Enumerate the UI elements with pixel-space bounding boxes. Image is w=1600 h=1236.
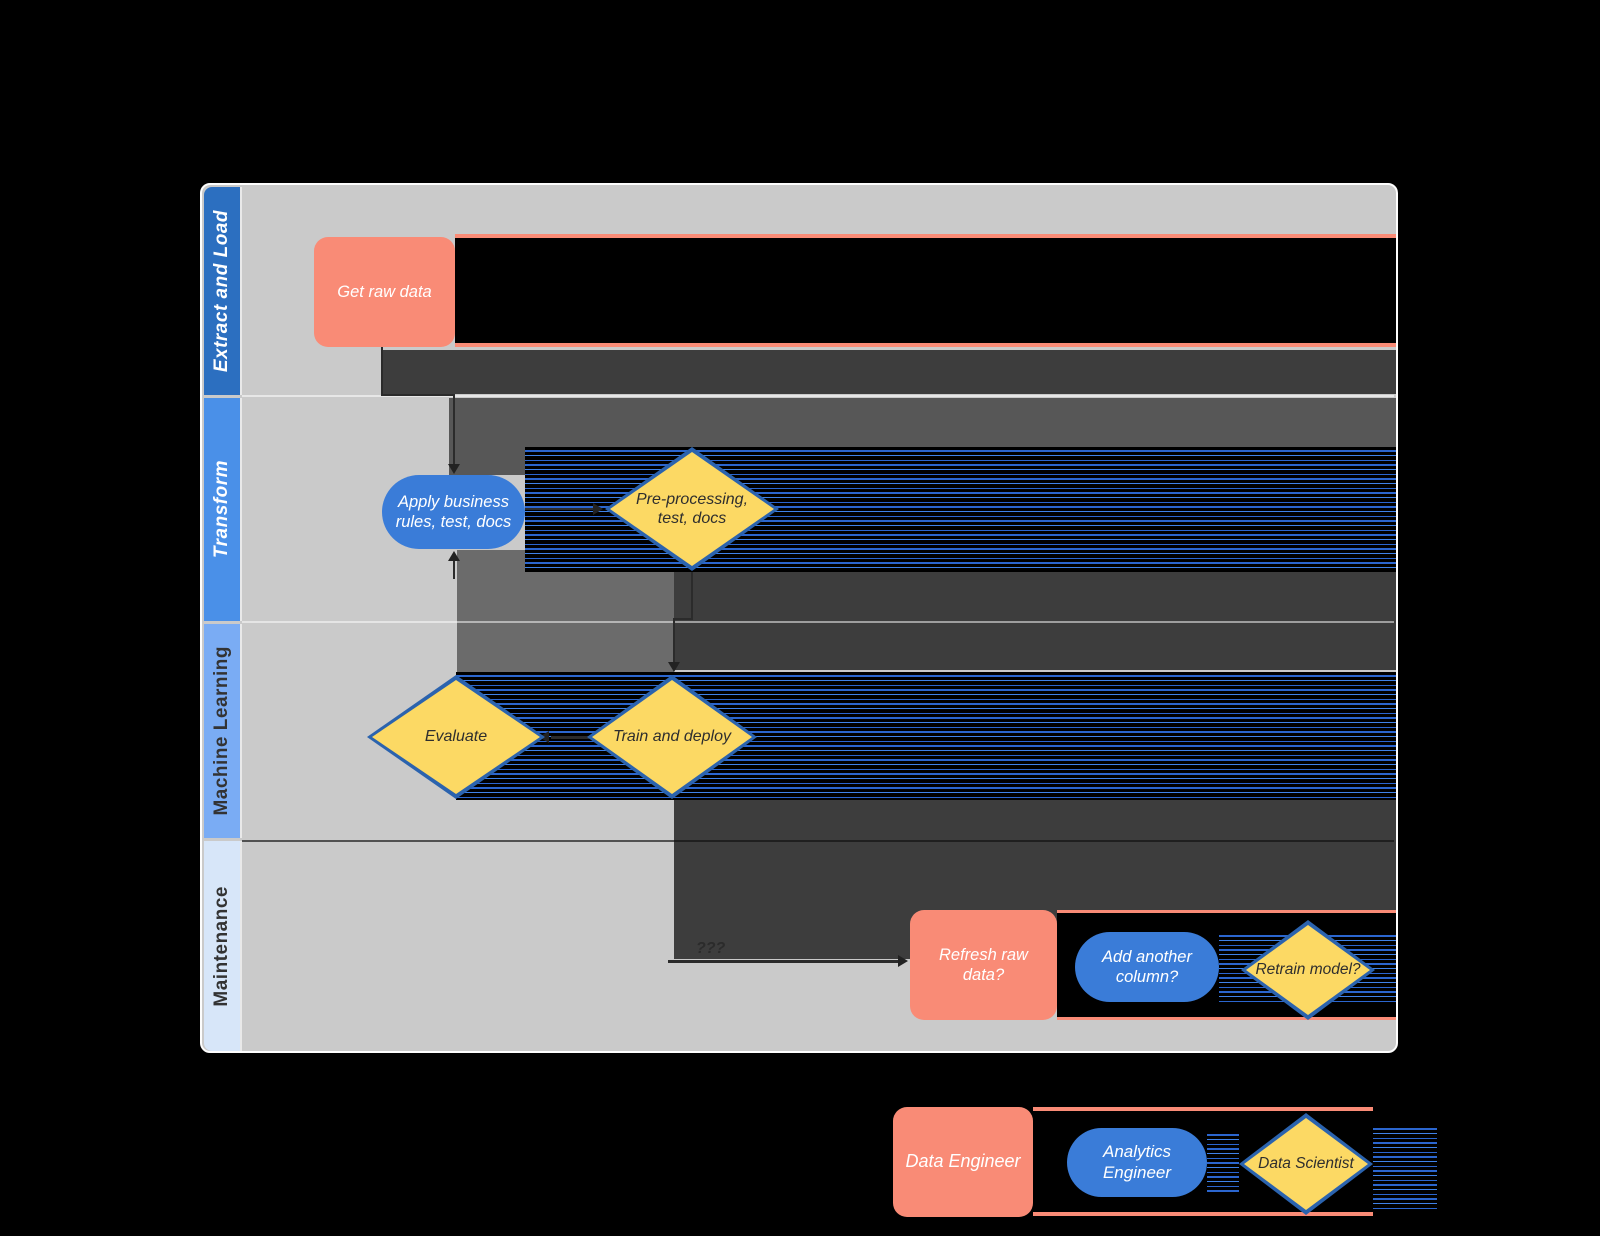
node-refresh-raw-data-label: Refresh raw data? [939, 945, 1028, 984]
node-preprocessing-label: Pre-processing, test, docs [635, 490, 749, 527]
legend-data-engineer[interactable]: Data Engineer [893, 1107, 1033, 1217]
node-train-deploy-label: Train and deploy [613, 728, 731, 746]
connector-preprocessing-to-train-v2[interactable] [673, 618, 675, 663]
arrowhead-into-train [668, 662, 680, 672]
connector-train-to-evaluate[interactable] [551, 736, 589, 739]
connector-train-to-refresh[interactable] [668, 960, 900, 963]
legend-artifact-line-bottom [1033, 1212, 1373, 1216]
node-add-column[interactable]: Add another column? [1075, 932, 1219, 1002]
connector-label-maintenance-loop: ??? [696, 940, 726, 957]
artifact-band-dark-lane1 [382, 350, 1396, 394]
connector-getrawdata-to-rules-h[interactable] [381, 394, 455, 396]
connector-rules-to-preprocessing[interactable] [525, 508, 595, 510]
lane-label-extract-and-load: Extract and Load [211, 209, 232, 373]
lane-header-transform[interactable]: Transform [204, 398, 242, 621]
node-refresh-raw-data[interactable]: Refresh raw data? [910, 910, 1057, 1020]
node-apply-business-rules[interactable]: Apply business rules, test, docs [382, 475, 525, 549]
diagram-page: Extract and Load Transform Machine Learn… [200, 183, 1398, 1053]
legend-data-scientist[interactable]: Data Scientist [1239, 1113, 1373, 1215]
node-retrain-model[interactable]: Retrain model? [1241, 920, 1375, 1020]
node-preprocessing[interactable]: Pre-processing, test, docs [605, 447, 779, 571]
connector-preprocessing-to-train-v1[interactable] [691, 572, 693, 619]
legend-analytics-engineer-label: Analytics Engineer [1102, 1141, 1172, 1182]
node-evaluate[interactable]: Evaluate [367, 675, 545, 799]
lane-divider-2 [242, 621, 1394, 623]
node-apply-business-rules-label: Apply business rules, test, docs [395, 492, 512, 531]
legend-data-engineer-label: Data Engineer [905, 1151, 1021, 1172]
lane-divider-3 [242, 840, 1394, 842]
lane-header-extract-and-load[interactable]: Extract and Load [204, 187, 242, 395]
node-get-raw-data-label: Get raw data [337, 282, 432, 301]
artifact-band-black-lane1 [455, 234, 1396, 347]
arrowhead-into-rules-top [448, 464, 460, 474]
connector-evaluate-loop[interactable] [453, 561, 455, 579]
arrowhead-into-rules-bottom [448, 551, 460, 561]
node-train-deploy[interactable]: Train and deploy [587, 675, 757, 799]
arrowhead-into-preprocessing [593, 503, 603, 515]
lane-label-transform: Transform [211, 460, 232, 559]
legend-analytics-engineer[interactable]: Analytics Engineer [1067, 1128, 1207, 1197]
node-add-column-label: Add another column? [1102, 947, 1192, 986]
lane-label-machine-learning: Machine Learning [211, 646, 232, 816]
connector-preprocessing-to-train-h[interactable] [673, 618, 693, 620]
node-retrain-model-label: Retrain model? [1255, 960, 1361, 978]
arrowhead-into-refresh [898, 955, 908, 967]
lane-header-machine-learning[interactable]: Machine Learning [204, 624, 242, 838]
legend-artifact-stripes-2 [1373, 1125, 1437, 1209]
artifact-band-medium-lane2-top [449, 398, 1396, 447]
legend-data-scientist-label: Data Scientist [1258, 1154, 1354, 1172]
lane-header-maintenance[interactable]: Maintenance [204, 841, 242, 1051]
lane-label-maintenance: Maintenance [211, 885, 232, 1007]
lane-divider-1 [242, 395, 1394, 397]
connector-getrawdata-to-rules-v1[interactable] [381, 347, 383, 395]
legend-artifact-line-top [1033, 1107, 1373, 1111]
node-evaluate-label: Evaluate [424, 728, 488, 746]
legend-artifact-stripes-1 [1207, 1131, 1239, 1195]
node-get-raw-data[interactable]: Get raw data [314, 237, 455, 347]
connector-getrawdata-to-rules-v2[interactable] [453, 394, 455, 464]
